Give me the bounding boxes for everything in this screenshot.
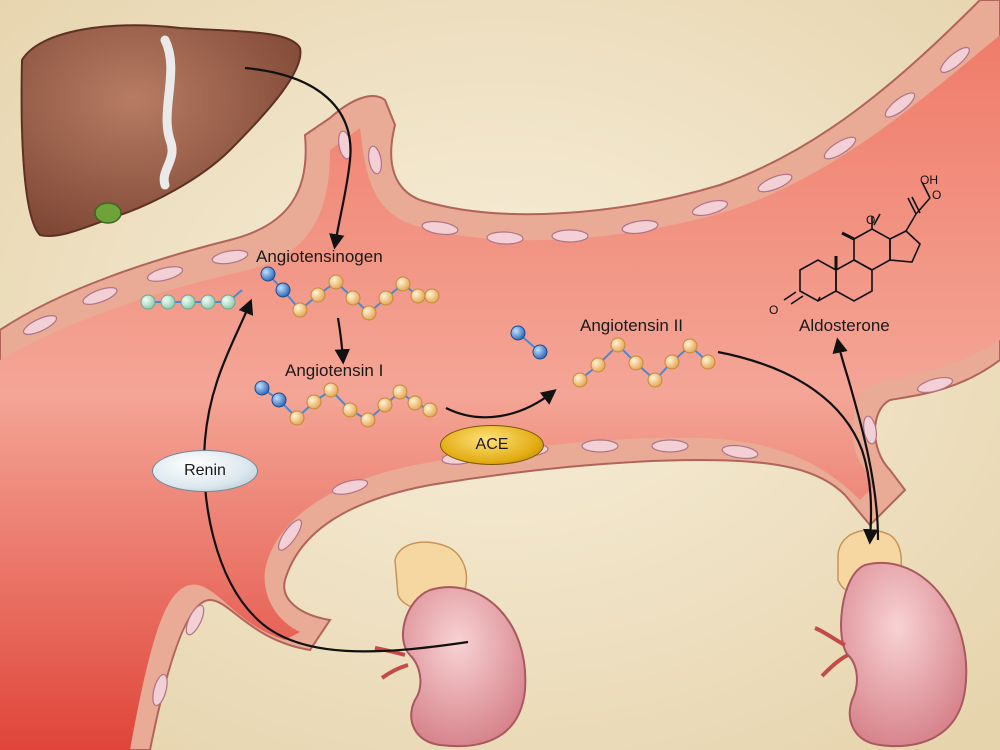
atom-oh: OH	[920, 173, 938, 187]
renin-enzyme: Renin	[152, 450, 258, 492]
angiotensinogen-label: Angiotensinogen	[256, 247, 383, 266]
vessel-lumen	[0, 35, 1000, 750]
arrow-liver-to-angiotensinogen	[244, 66, 352, 250]
atom-o-ring: O	[769, 303, 778, 317]
renal-vessels	[814, 626, 849, 678]
arrow-kidney-renin	[202, 298, 469, 653]
left-kidney	[374, 541, 527, 748]
gallbladder	[94, 202, 122, 224]
aldosterone-structure	[783, 181, 931, 305]
cleaved-peptide	[140, 289, 243, 310]
atom-o-side: O	[932, 188, 941, 202]
cleaved-dipeptide	[510, 325, 548, 360]
angiotensin-2-label: Angiotensin II	[580, 316, 684, 335]
angiotensinogen-chain	[260, 266, 440, 321]
endothelial-cells	[22, 46, 970, 707]
arrow-angiotensin-1-to-angiotensin-2	[445, 389, 557, 419]
falciform-ligament	[159, 35, 177, 190]
arrow-adrenal-to-aldosterone	[832, 337, 880, 541]
ace-enzyme: ACE	[440, 425, 544, 465]
angiotensin-1-label: Angiotensin I	[285, 361, 384, 380]
right-kidney	[814, 529, 968, 748]
liver	[20, 24, 302, 237]
angiotensin-2-chain	[572, 337, 716, 388]
angiotensin-1-chain	[254, 380, 438, 428]
aldosterone-label: Aldosterone	[799, 316, 890, 335]
arrow-angiotensinogen-to-angiotensin-1	[334, 317, 350, 365]
arrow-angiotensin-2-to-adrenal	[717, 350, 879, 545]
renin-label: Renin	[184, 462, 226, 479]
pathway-arrows	[202, 66, 880, 653]
atom-o-ketone: O	[866, 213, 875, 227]
ace-label: ACE	[475, 436, 509, 453]
